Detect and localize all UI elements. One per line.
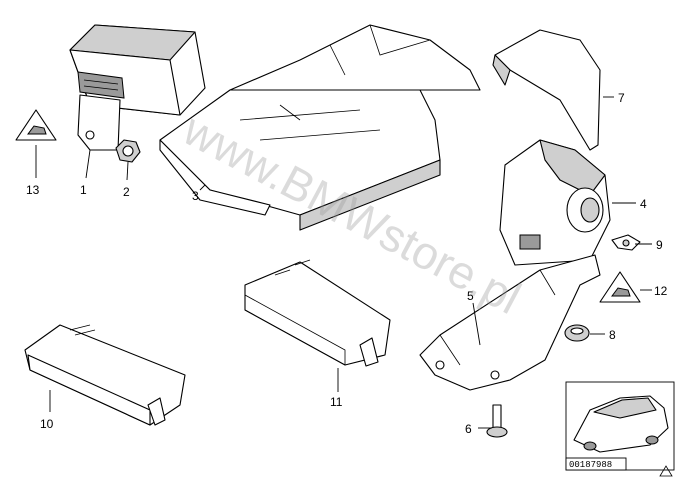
callout-9: 9 (656, 238, 663, 252)
part-5-bracket (419, 254, 601, 391)
part-11-module (244, 259, 391, 367)
callout-3: 3 (192, 189, 199, 203)
part-1-control-unit (69, 24, 206, 151)
part-9-clip (611, 234, 641, 251)
part-10-module (24, 324, 186, 426)
part-7-shield-cover (492, 29, 601, 151)
callout-1: 1 (80, 183, 87, 197)
callout-4: 4 (640, 197, 647, 211)
callout-6: 6 (465, 422, 472, 436)
part-12-warning-label (599, 271, 641, 303)
callout-11: 11 (330, 395, 343, 409)
callout-2: 2 (123, 185, 130, 199)
triangle-icon (659, 465, 673, 477)
callout-5: 5 (467, 289, 474, 303)
callout-8: 8 (609, 328, 616, 342)
part-6-bolt (486, 404, 508, 438)
callouts: 1 2 3 4 5 6 7 8 9 10 11 12 13 (26, 91, 668, 436)
callout-13: 13 (26, 183, 40, 197)
callout-7: 7 (618, 91, 625, 105)
leader-lines (35, 96, 652, 429)
part-13-warning-label (15, 109, 57, 141)
part-8-grommet (564, 324, 590, 342)
part-2-nut (115, 139, 141, 163)
car-icon (573, 395, 669, 453)
document-number: 00187988 (569, 460, 612, 470)
part-4-siren (499, 139, 611, 266)
callout-12: 12 (654, 284, 668, 298)
vehicle-inset: 00187988 (565, 381, 675, 477)
part-3-module-with-cover (159, 24, 481, 231)
callout-10: 10 (40, 417, 54, 431)
